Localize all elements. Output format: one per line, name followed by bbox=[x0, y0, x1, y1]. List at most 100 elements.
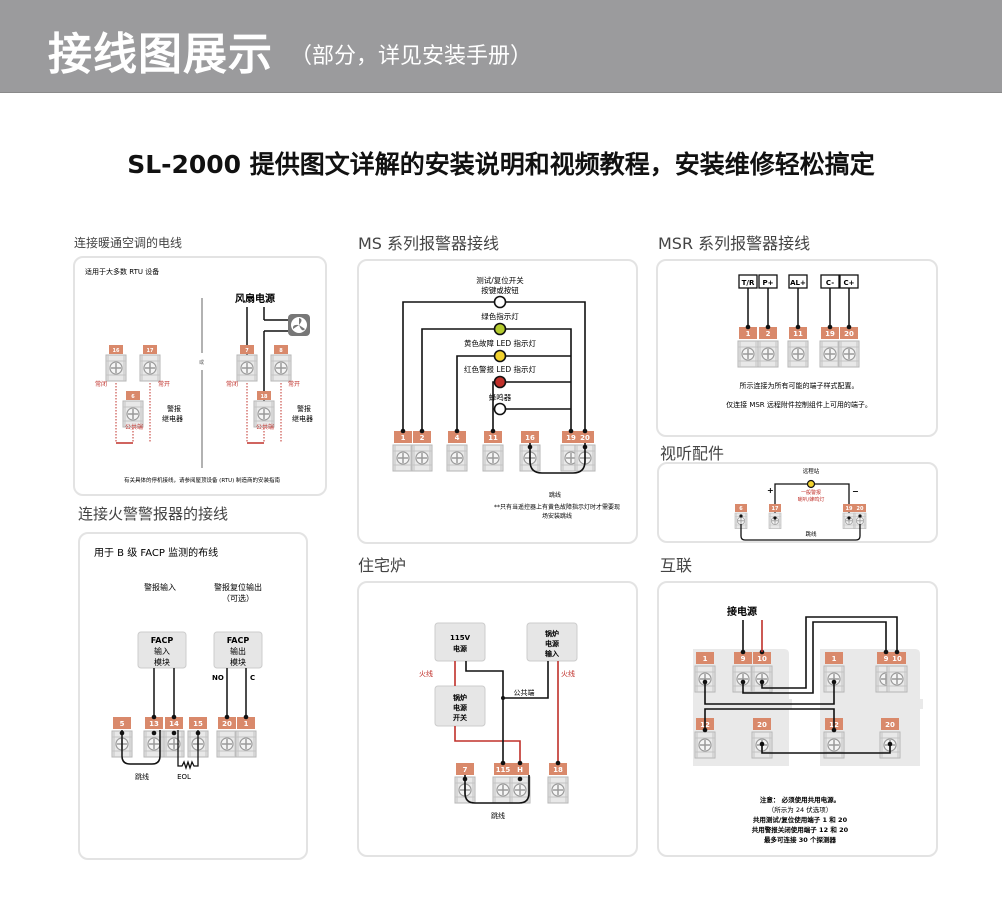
furnace-jumper-label: 跳线 bbox=[491, 811, 505, 820]
svg-text:注意： 必须使用共用电源。: 注意： 必须使用共用电源。 bbox=[760, 795, 840, 804]
power-115v-box: 115V 电源 bbox=[434, 622, 486, 662]
svg-text:2: 2 bbox=[420, 434, 425, 442]
no-terminal-label: NO bbox=[212, 674, 224, 682]
svg-text:喇叭/蜂鸣灯: 喇叭/蜂鸣灯 bbox=[798, 496, 825, 503]
svg-text:AL+: AL+ bbox=[790, 279, 806, 287]
power-label: 接电源 bbox=[727, 605, 757, 618]
svg-text:10: 10 bbox=[892, 655, 902, 663]
wire-dot bbox=[517, 776, 523, 782]
svg-text:1: 1 bbox=[401, 434, 406, 442]
ms-note: **只有当遥控器上有黄色故障指示灯时才需要现 bbox=[494, 503, 620, 511]
av-device-icon bbox=[806, 479, 816, 489]
wire-dot bbox=[745, 324, 751, 330]
terminal-7: 7 bbox=[236, 345, 258, 382]
svg-text:继电器: 继电器 bbox=[162, 414, 183, 423]
green-led-icon bbox=[493, 322, 507, 336]
svg-text:公共端: 公共端 bbox=[256, 423, 274, 431]
svg-text:15: 15 bbox=[193, 720, 203, 728]
facp-input-box: FACP 输入 模块 bbox=[137, 631, 187, 669]
terminal-115: 115 bbox=[492, 760, 514, 804]
hvac-panel: 适用于大多数 RTU 设备 或 16 17 6 常闭 常开 公共端 警报 继电器… bbox=[73, 256, 327, 496]
svg-text:C+: C+ bbox=[843, 279, 854, 287]
svg-text:19: 19 bbox=[825, 330, 835, 338]
svg-text:9: 9 bbox=[741, 655, 746, 663]
terminal-10: 10 bbox=[886, 652, 908, 693]
svg-text:9: 9 bbox=[884, 655, 889, 663]
ms-title: MS 系列报警器接线 bbox=[358, 234, 500, 253]
headline: SL-2000 提供图文详解的安装说明和视频教程，安装维修轻松搞定 bbox=[127, 150, 875, 179]
svg-text:18: 18 bbox=[553, 766, 563, 774]
tag-P+: P+ bbox=[758, 274, 778, 289]
svg-text:FACP: FACP bbox=[227, 636, 250, 645]
wire-dot bbox=[568, 428, 574, 434]
tag-C+: C+ bbox=[839, 274, 859, 289]
svg-text:一般警报: 一般警报 bbox=[801, 489, 821, 496]
svg-text:14: 14 bbox=[169, 720, 179, 728]
terminal-5: 5 bbox=[111, 717, 133, 758]
header-banner: 接线图展示 （部分，详见安装手册） bbox=[0, 0, 1002, 93]
wire-dot bbox=[171, 730, 177, 736]
terminal-6: 6 bbox=[734, 504, 748, 530]
terminal-18: 18 bbox=[547, 760, 569, 804]
svg-text:常开: 常开 bbox=[288, 380, 300, 388]
svg-text:1: 1 bbox=[703, 655, 708, 663]
wire-dot bbox=[765, 324, 771, 330]
svg-text:电源: 电源 bbox=[545, 639, 559, 648]
reset-output-label: 警报复位输出 bbox=[214, 582, 262, 592]
svg-text:输入: 输入 bbox=[545, 649, 559, 658]
interconnect-notes: 注意： 必须使用共用电源。 （所示为 24 伏选项） 共用测试/复位使用端子 1… bbox=[752, 795, 849, 844]
svg-text:共用测试/复位使用端子 1 和 20: 共用测试/复位使用端子 1 和 20 bbox=[753, 815, 848, 824]
svg-text:继电器: 继电器 bbox=[292, 414, 313, 423]
svg-text:19: 19 bbox=[846, 506, 853, 512]
terminal-13: 13 bbox=[143, 714, 165, 758]
svg-text:最多可连接 30 个探测器: 最多可连接 30 个探测器 bbox=[764, 835, 837, 844]
svg-text:H: H bbox=[517, 766, 523, 774]
buzzer-icon bbox=[493, 402, 507, 416]
svg-text:T/R: T/R bbox=[742, 279, 755, 287]
tag-C-: C- bbox=[820, 274, 840, 289]
wire-dot bbox=[517, 760, 523, 766]
banner-subtitle: （部分，详见安装手册） bbox=[290, 44, 533, 69]
relay-label: 警报 bbox=[167, 404, 181, 413]
svg-text:6: 6 bbox=[739, 506, 743, 512]
svg-text:19: 19 bbox=[566, 434, 576, 442]
svg-text:模块: 模块 bbox=[230, 657, 246, 667]
facp-output-box: FACP 输出 模块 bbox=[213, 631, 263, 669]
svg-text:常闭: 常闭 bbox=[226, 380, 238, 388]
terminal-1: 1 bbox=[823, 652, 845, 693]
terminal-20: 20 bbox=[853, 504, 867, 530]
terminal-2: 2 bbox=[411, 428, 433, 472]
terminal-14: 14 bbox=[163, 714, 185, 758]
minus-label: − bbox=[852, 487, 859, 496]
hvac-title: 连接暖通空调的电线 bbox=[74, 236, 183, 250]
svg-text:电源: 电源 bbox=[453, 703, 467, 712]
svg-text:20: 20 bbox=[857, 506, 864, 512]
svg-text:警报: 警报 bbox=[297, 404, 311, 413]
switch-icon bbox=[493, 295, 507, 309]
terminal-20: 20 bbox=[838, 324, 860, 368]
green-led-label: 绿色指示灯 bbox=[481, 311, 519, 321]
eol-label: EOL bbox=[177, 773, 191, 781]
ms-jumper-label: 跳线 bbox=[549, 491, 561, 499]
terminal-10: 10 bbox=[751, 652, 773, 693]
msr-note-1: 所示连接为所有可能的端子样式配置。 bbox=[740, 381, 859, 390]
svg-text:8: 8 bbox=[279, 348, 283, 354]
fan-power-label: 风扇电源 bbox=[235, 292, 275, 305]
terminal-20: 20 bbox=[879, 718, 901, 759]
svg-text:20: 20 bbox=[844, 330, 854, 338]
boiler-input-box: 锅炉 电源 输入 bbox=[526, 622, 578, 662]
svg-text:锅炉: 锅炉 bbox=[452, 693, 467, 702]
wire-dot bbox=[827, 324, 833, 330]
svg-text:按键或按钮: 按键或按钮 bbox=[481, 285, 519, 295]
svg-text:共用警报关闭使用端子 12 和 20: 共用警报关闭使用端子 12 和 20 bbox=[752, 825, 849, 834]
hvac-diagram: 适用于大多数 RTU 设备 或 16 17 6 常闭 常开 公共端 警报 继电器… bbox=[85, 267, 313, 484]
ms-diagram: 测试/复位开关 按键或按钮 绿色指示灯 黄色故障 LED 指示灯 红色警报 LE… bbox=[392, 275, 620, 520]
svg-text:（所示为 24 伏选项）: （所示为 24 伏选项） bbox=[768, 805, 832, 814]
wire-dot bbox=[582, 428, 588, 434]
or-label: 或 bbox=[199, 359, 204, 366]
svg-text:锅炉: 锅炉 bbox=[544, 629, 559, 638]
terminal-19: 19 bbox=[819, 324, 841, 368]
